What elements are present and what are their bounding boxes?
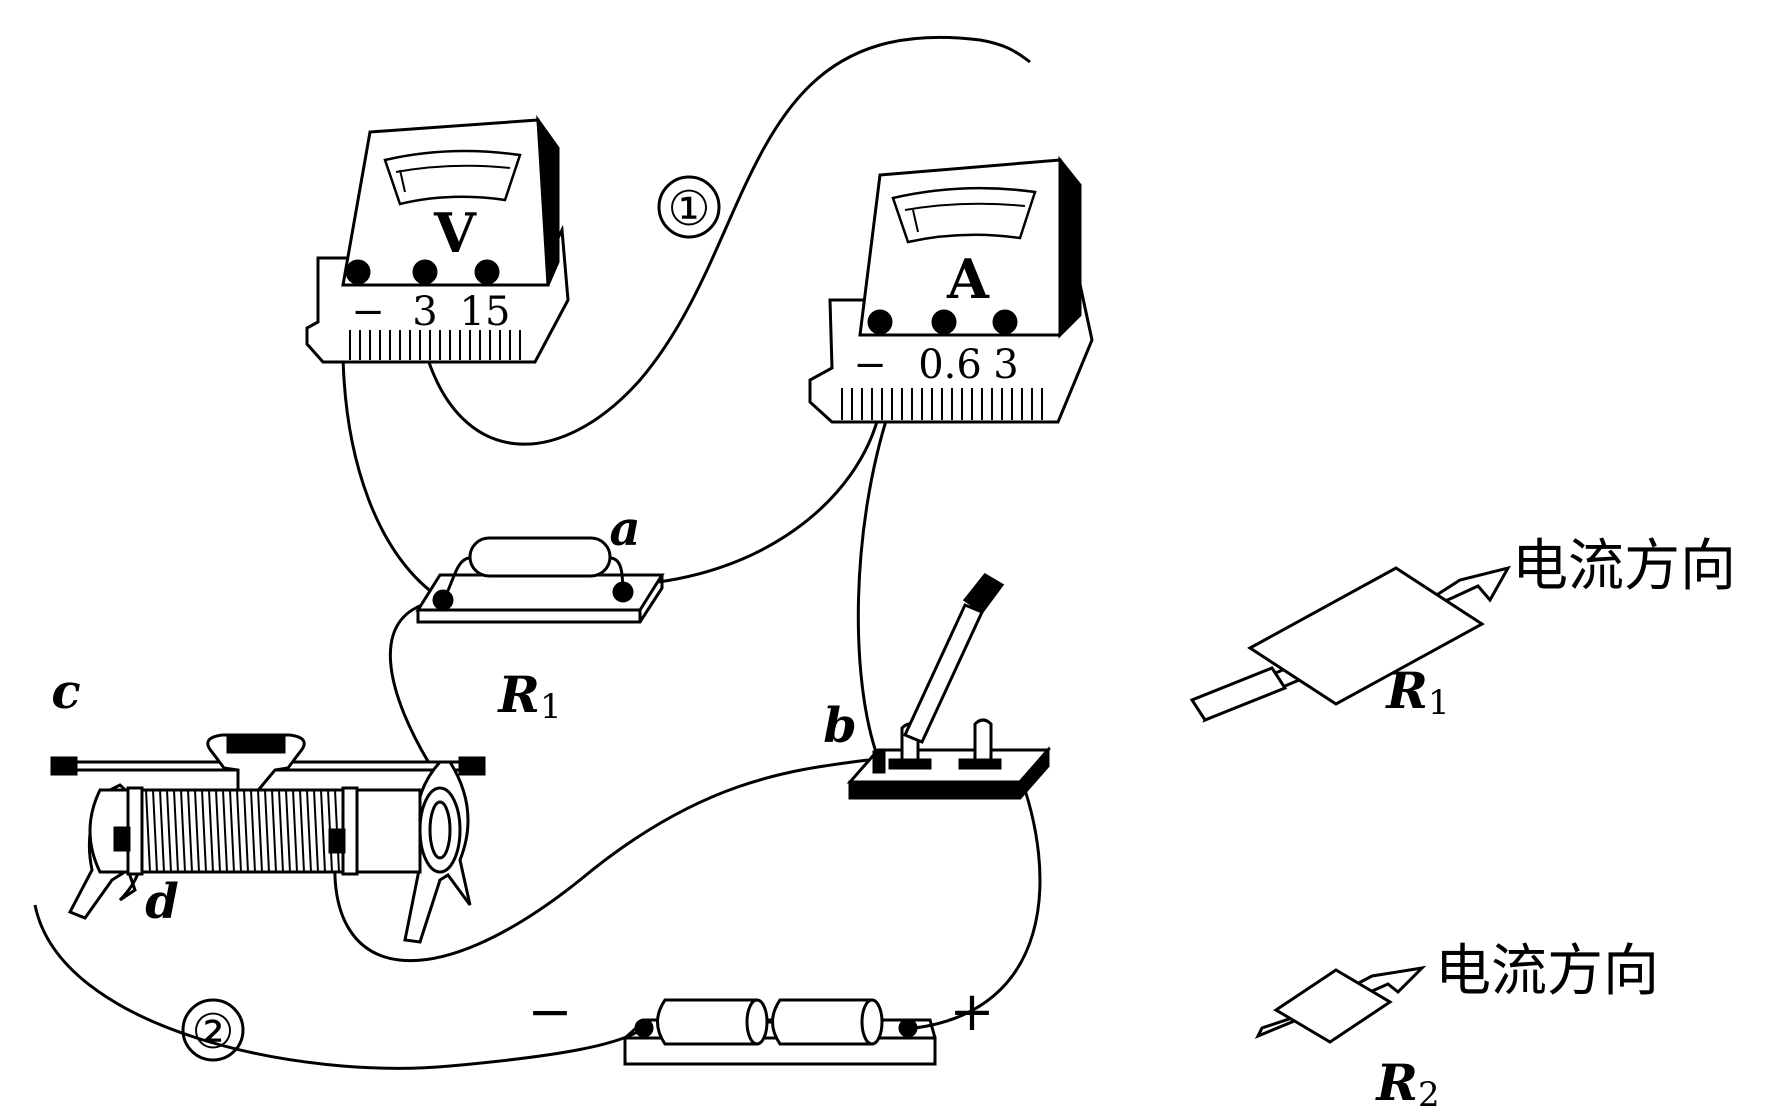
switch-post-right — [973, 718, 993, 762]
voltmeter-needle — [399, 169, 406, 193]
resistor-r1 — [415, 536, 665, 624]
point-d-label: d — [145, 874, 179, 930]
resistor-r1-label-main: R — [496, 665, 540, 724]
battery-cell-left-cap — [745, 998, 769, 1046]
sample-r2-plate — [1273, 968, 1393, 1044]
voltmeter-side — [536, 114, 560, 286]
sample-r2 — [1254, 965, 1427, 1044]
wire-amp-06-to-switch-b — [856, 407, 892, 759]
sample-r2-label: R2 — [1374, 1053, 1439, 1115]
ammeter-terminal-3-label: 3 — [993, 342, 1018, 388]
battery-terminal-minus[interactable] — [634, 1018, 654, 1038]
wire-switch-to-battery-plus — [914, 769, 1042, 1030]
sample-r1-strip-tail — [1189, 666, 1288, 722]
wire-r1-to-amp-minus — [622, 409, 882, 587]
ammeter-terminal-3[interactable] — [992, 309, 1018, 335]
voltmeter-symbol: V — [433, 201, 477, 265]
rheostat-rod-knob-right — [458, 756, 486, 776]
labels: ① ② a b c d R1 − + 电流方向 R1 电流方向 R2 — [51, 175, 1736, 1115]
rheostat — [50, 733, 486, 944]
rheostat-terminal-d[interactable] — [113, 826, 131, 852]
wire-r1-to-rheostat — [388, 598, 444, 769]
battery — [623, 998, 937, 1066]
ammeter-dial — [891, 186, 1037, 244]
sample-r1-label: R1 — [1384, 661, 1449, 723]
ammeter-base-ribs — [841, 388, 1043, 420]
switch-handle[interactable] — [962, 573, 1005, 615]
resistor-r1-label: R1 — [496, 665, 561, 727]
ammeter-terminal-minus-label: − — [853, 342, 887, 388]
wire-1 — [423, 36, 1031, 446]
point-b-label: b — [823, 698, 857, 754]
wire-2-label: ② — [191, 1004, 234, 1060]
rheostat-coil-windings — [145, 789, 340, 873]
voltmeter-terminal-3-label: 3 — [412, 289, 437, 335]
resistor-r1-body — [468, 536, 612, 578]
ammeter-side — [1058, 155, 1082, 339]
battery-cell-right-cap — [860, 998, 884, 1046]
switch-base-front — [848, 746, 1050, 800]
sample-r2-label-sub: 2 — [1418, 1075, 1440, 1115]
wire-1-label: ① — [667, 181, 710, 237]
sample-r1-label-main: R — [1384, 661, 1428, 720]
sample-r1 — [1189, 565, 1512, 723]
ammeter-needle — [912, 209, 919, 233]
voltmeter-terminal-minus-label: − — [351, 289, 385, 335]
voltmeter: V − 3 15 — [305, 114, 570, 364]
ammeter-symbol: A — [946, 247, 990, 311]
voltmeter-dial — [383, 149, 522, 206]
battery-minus-label: − — [527, 980, 572, 1043]
switch-lever[interactable] — [902, 603, 985, 744]
voltmeter-terminal-3[interactable] — [412, 259, 438, 285]
ammeter-terminal-0-6[interactable] — [931, 309, 957, 335]
resistor-r1-terminal-right[interactable] — [612, 581, 634, 603]
sample-r1-plate — [1247, 566, 1485, 706]
battery-terminal-plus[interactable] — [898, 1018, 918, 1038]
point-a-label: a — [609, 501, 640, 557]
point-c-label: c — [51, 664, 80, 720]
wire-volt-minus-to-r1 — [341, 327, 444, 602]
voltmeter-terminal-15[interactable] — [474, 259, 500, 285]
ammeter-terminal-minus[interactable] — [867, 309, 893, 335]
sample-r1-label-sub: 1 — [1428, 683, 1450, 723]
ammeter: A − 0.6 3 — [808, 155, 1094, 424]
voltmeter-base-ribs — [349, 330, 521, 360]
rheostat-rod-knob-left — [50, 756, 78, 776]
rheostat-tube-end-right-inner — [428, 800, 452, 860]
ammeter-terminal-0-6-label: 0.6 — [918, 342, 982, 388]
sample-r1-caption: 电流方向 — [1512, 534, 1736, 599]
battery-plus-label: + — [949, 980, 994, 1043]
switch-terminal-b[interactable] — [872, 750, 886, 774]
voltmeter-scale — [395, 164, 511, 173]
ammeter-scale — [904, 202, 1026, 211]
wire-1-marker — [657, 175, 721, 239]
resistor-r1-label-sub: 1 — [540, 687, 562, 727]
voltmeter-terminal-minus[interactable] — [345, 259, 371, 285]
sample-r2-caption: 电流方向 — [1435, 939, 1659, 1004]
resistor-r1-base-edge — [416, 575, 664, 624]
resistor-r1-terminal-left[interactable] — [432, 589, 454, 611]
wire-2-marker — [181, 998, 245, 1062]
wire-rheostat-to-switch — [333, 758, 869, 963]
voltmeter-terminal-15-label: 15 — [460, 289, 511, 335]
wires — [33, 36, 1042, 1070]
switch — [846, 573, 1052, 800]
sample-r2-label-main: R — [1374, 1053, 1418, 1112]
rheostat-slider-grip[interactable] — [226, 736, 286, 754]
wire-2 — [33, 904, 645, 1070]
rheostat-terminal-right[interactable] — [328, 828, 346, 854]
